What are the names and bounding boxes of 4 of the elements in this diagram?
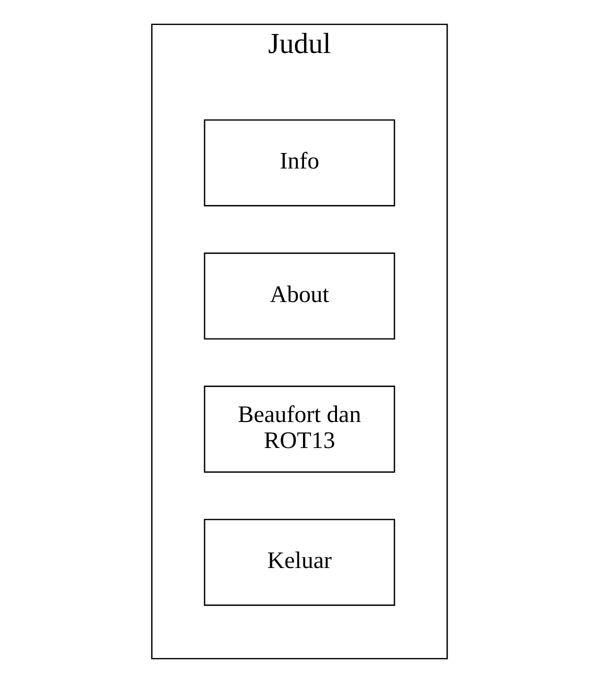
node-box: Keluar (203, 518, 395, 606)
node-box: Info (203, 119, 395, 206)
node-box: Beaufort dan ROT13 (203, 386, 395, 473)
node-box: About (203, 252, 395, 340)
